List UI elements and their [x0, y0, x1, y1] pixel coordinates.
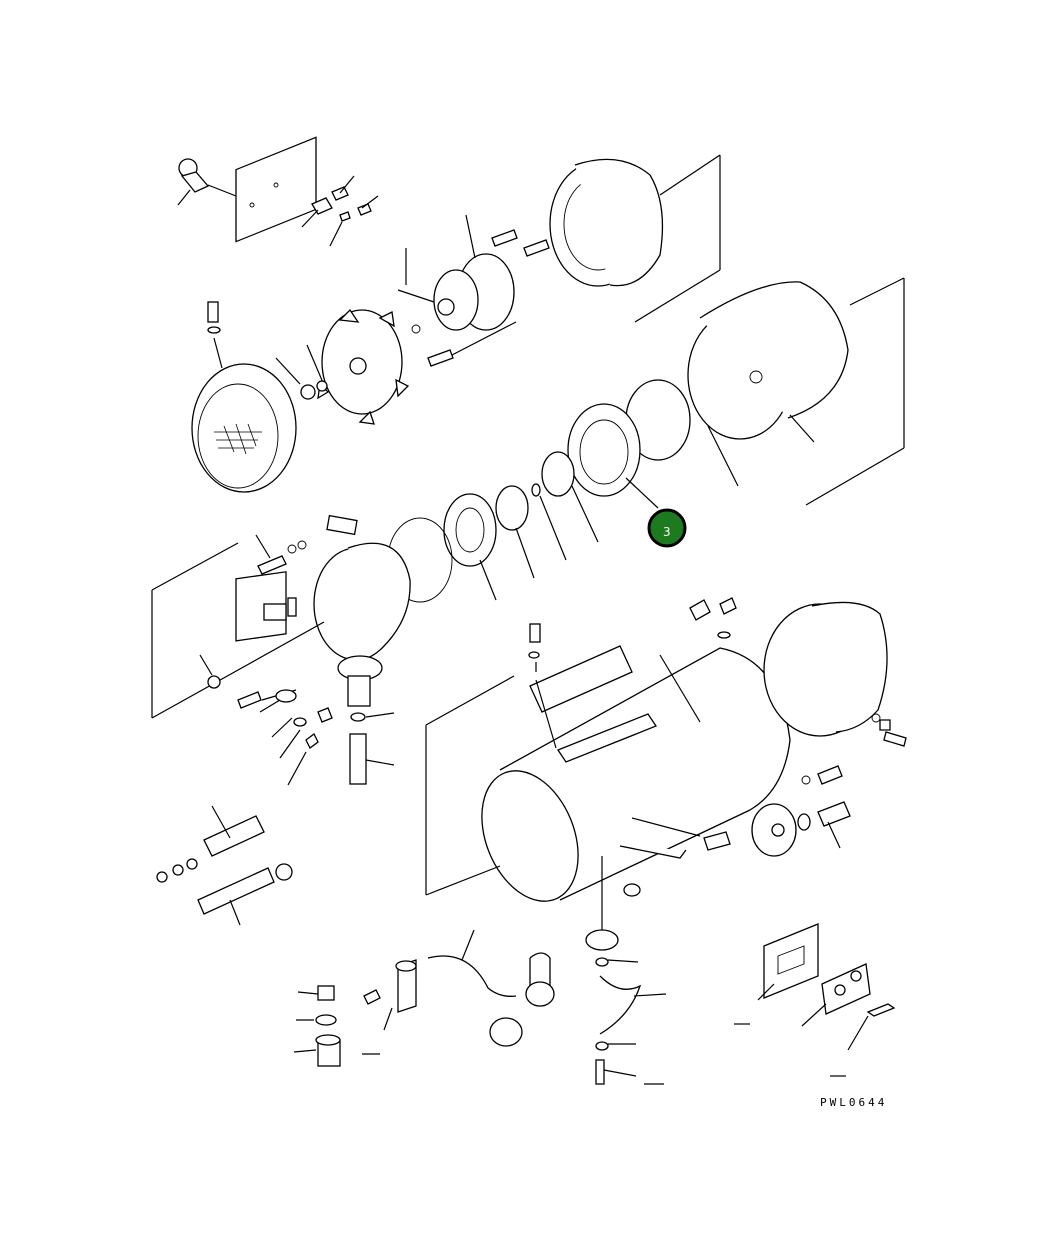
- cooling-fan: [306, 308, 410, 425]
- drawing-code: PWL0644: [820, 1096, 887, 1109]
- cover-plate-relay: [734, 923, 896, 1077]
- coupling-flange: [619, 765, 851, 859]
- fuel-pump-assembly: [293, 856, 667, 1085]
- voltage-regulator: [199, 571, 319, 786]
- front-cover: [191, 301, 328, 493]
- callout-3-circle[interactable]: [647, 508, 687, 548]
- shield-and-pulley: [387, 483, 567, 603]
- switch-plate-assembly: [177, 136, 379, 247]
- main-body-cylinder: [425, 623, 791, 902]
- bearing-ring: [541, 379, 739, 543]
- rotor-assembly: [397, 214, 550, 367]
- stator-housing: [687, 277, 905, 506]
- brush-holder: [317, 655, 395, 785]
- diode-terminal: [156, 805, 293, 926]
- callout-3[interactable]: 3: [647, 508, 687, 548]
- bell-housing: [659, 597, 907, 747]
- callout-3-label[interactable]: 3: [663, 525, 671, 539]
- rear-end-housing: [549, 154, 721, 323]
